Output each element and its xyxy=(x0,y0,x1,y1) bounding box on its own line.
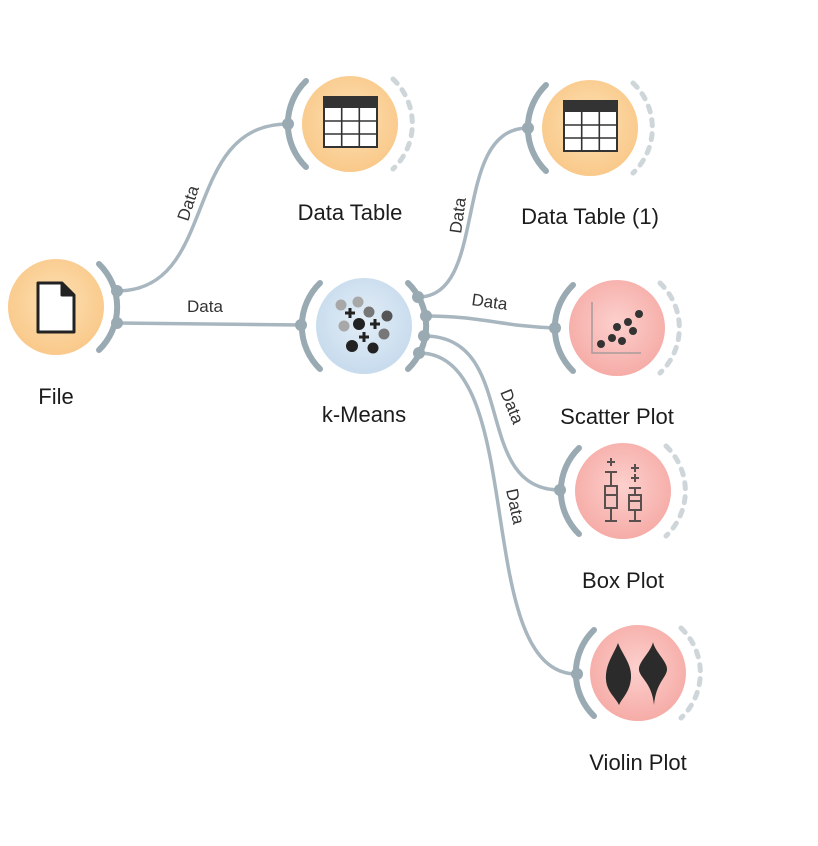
output-port[interactable] xyxy=(111,285,123,297)
node-label: Data Table (1) xyxy=(521,204,659,229)
link-file-to-kmeans[interactable]: Data xyxy=(116,297,302,327)
input-port[interactable] xyxy=(282,118,294,130)
node-label: File xyxy=(38,384,73,409)
link-kmeans-to-data-table-1[interactable]: Data xyxy=(417,126,529,299)
input-port[interactable] xyxy=(295,319,307,331)
output-port[interactable] xyxy=(420,310,432,322)
clusters-icon xyxy=(335,296,393,354)
node-label: Data Table xyxy=(298,200,403,225)
node-label: k-Means xyxy=(322,402,406,427)
node-label: Scatter Plot xyxy=(560,404,674,429)
file-icon xyxy=(36,281,76,334)
node-label: Box Plot xyxy=(582,568,664,593)
link-kmeans-to-scatter-plot[interactable]: Data xyxy=(425,290,556,330)
node-box-plot[interactable]: Box Plot xyxy=(554,443,688,593)
input-port[interactable] xyxy=(522,122,534,134)
output-port[interactable] xyxy=(418,330,430,342)
node-file[interactable]: File xyxy=(8,259,123,409)
link-file-to-data-table[interactable]: Data xyxy=(116,122,289,293)
link-path[interactable] xyxy=(418,351,578,676)
input-port[interactable] xyxy=(571,668,583,680)
link-label: Data xyxy=(496,386,527,427)
node-label: Violin Plot xyxy=(589,750,686,775)
node-data-table-1[interactable]: Data Table (1) xyxy=(521,80,659,229)
output-port[interactable] xyxy=(111,317,123,329)
link-path[interactable] xyxy=(116,122,289,293)
table-icon xyxy=(323,96,378,148)
output-port[interactable] xyxy=(413,347,425,359)
boxplot-icon xyxy=(604,458,642,522)
node-kmeans[interactable]: k-Means xyxy=(295,278,432,427)
link-path[interactable] xyxy=(417,126,529,299)
link-path[interactable] xyxy=(425,314,556,330)
link-label: Data xyxy=(187,297,223,316)
node-body[interactable] xyxy=(590,625,686,721)
node-violin-plot[interactable]: Violin Plot xyxy=(571,625,703,775)
output-channel[interactable] xyxy=(96,261,121,353)
output-port[interactable] xyxy=(412,291,424,303)
link-label: Data xyxy=(470,290,509,314)
node-scatter-plot[interactable]: Scatter Plot xyxy=(549,280,682,429)
link-label: Data xyxy=(446,196,470,235)
link-path[interactable] xyxy=(423,334,561,492)
output-channel-unused[interactable] xyxy=(630,80,655,176)
link-kmeans-to-violin-plot[interactable]: Data xyxy=(418,351,578,676)
input-port[interactable] xyxy=(549,322,561,334)
output-channel-unused[interactable] xyxy=(657,280,682,376)
output-channel-unused[interactable] xyxy=(663,443,688,539)
link-label: Data xyxy=(502,487,528,527)
node-data-table[interactable]: Data Table xyxy=(282,76,415,225)
output-channel-unused[interactable] xyxy=(390,76,415,172)
table-icon xyxy=(563,100,618,152)
node-body[interactable] xyxy=(575,443,671,539)
violin-icon xyxy=(605,642,668,705)
input-port[interactable] xyxy=(554,484,566,496)
link-path[interactable] xyxy=(116,321,302,327)
output-channel-unused[interactable] xyxy=(678,625,703,721)
scatter-icon xyxy=(591,302,643,354)
